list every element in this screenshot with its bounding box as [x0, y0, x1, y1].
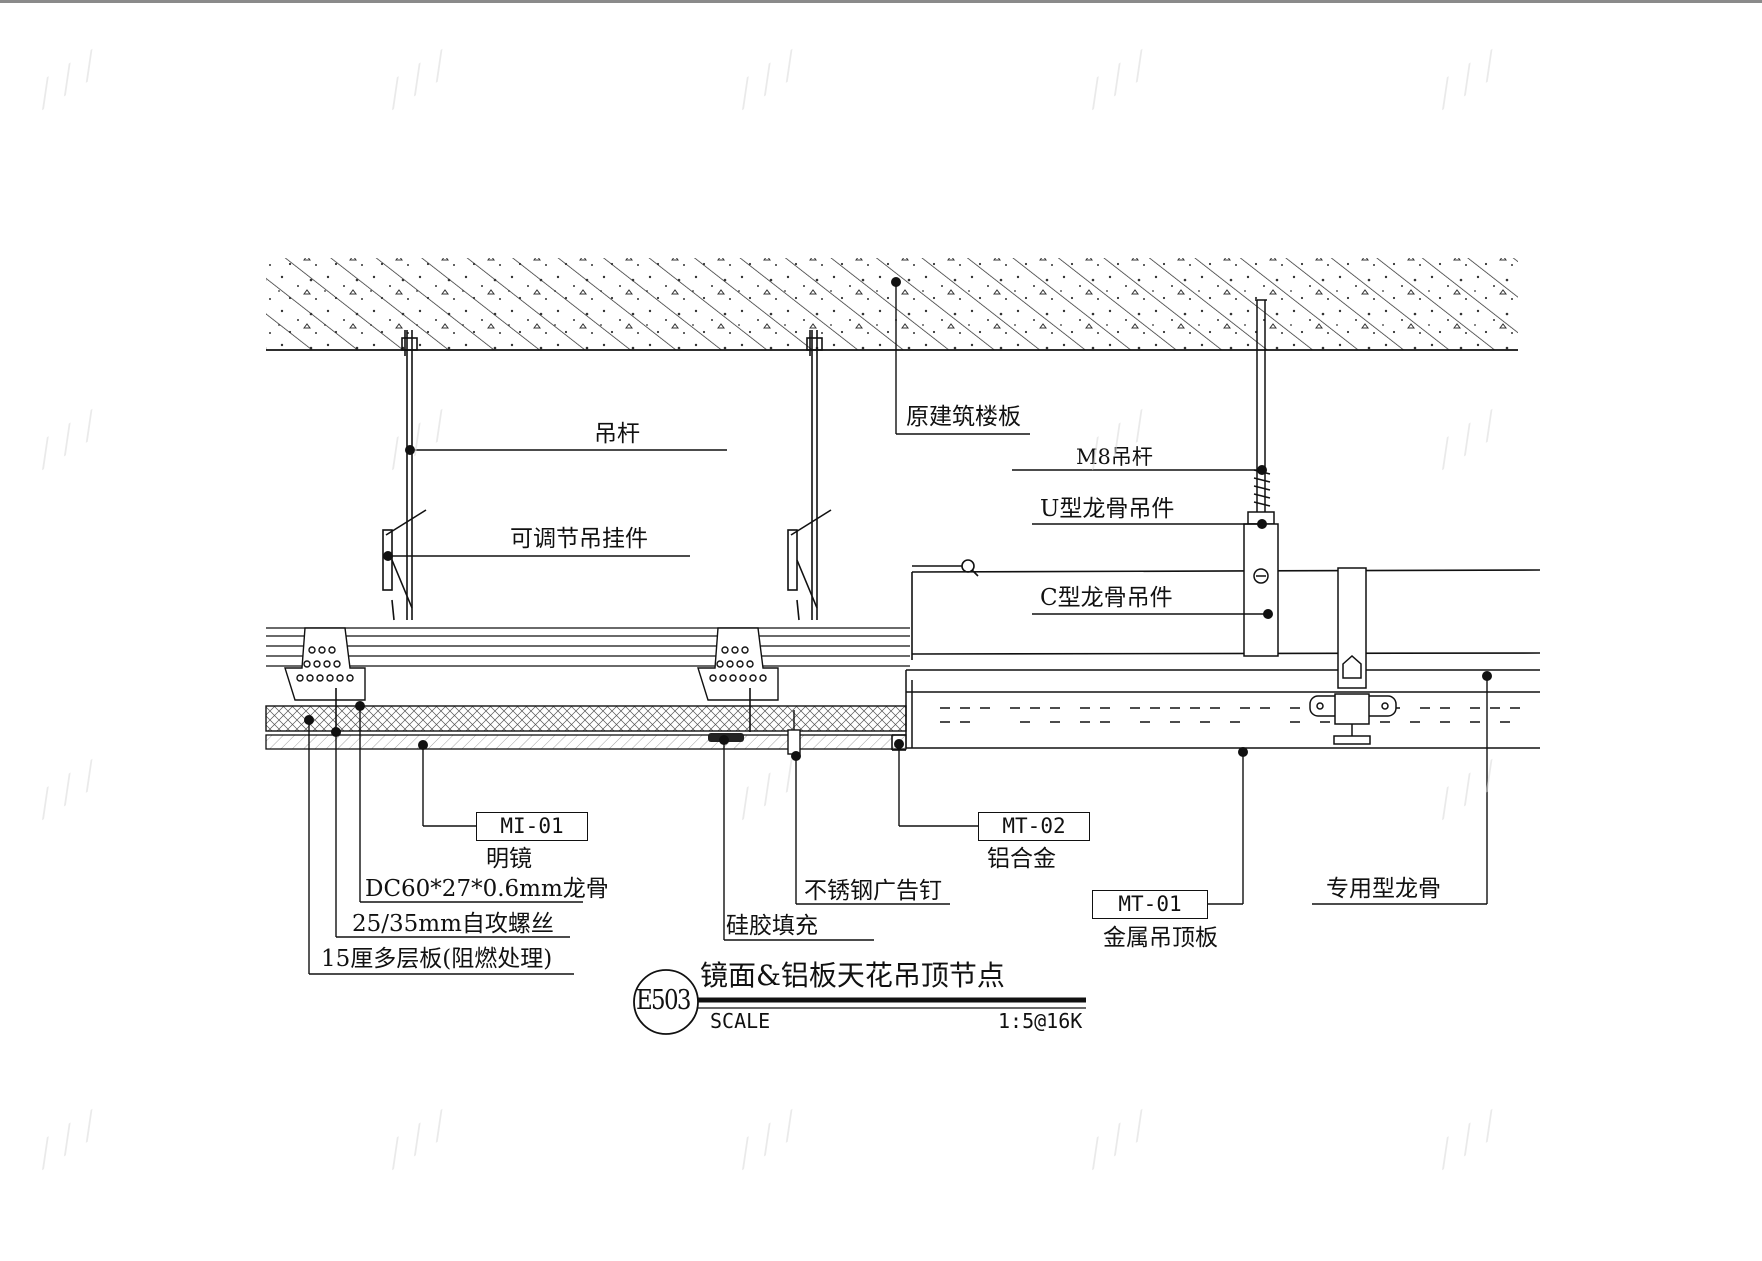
hanger-rod-middle: [787, 330, 832, 621]
concrete-slab: [266, 258, 1518, 351]
keel-rail: [266, 627, 910, 667]
leader-lines: [308, 282, 1488, 975]
drawing-code: E503: [636, 985, 691, 1016]
special-keel-clip: [1309, 567, 1397, 745]
label-mirror: 明镜: [486, 846, 532, 872]
label-keel: DC60*27*0.6mm龙骨: [365, 876, 609, 902]
aluminum-trim: [891, 559, 1541, 751]
label-special-keel: 专用型龙骨: [1326, 876, 1441, 902]
tag-metal-code: MT-01: [1092, 890, 1208, 919]
label-m8-rod: M8吊杆: [1076, 445, 1153, 469]
label-silicone: 硅胶填充: [726, 913, 818, 939]
dc-keel-clip-middle: [697, 627, 779, 701]
leader-dots: [304, 277, 1492, 761]
plywood-board: [265, 705, 907, 732]
mirror-panel: [265, 734, 907, 750]
metal-ceiling-panel: [905, 669, 1540, 749]
tag-mirror-code: MI-01: [476, 812, 588, 841]
label-metal-ceiling: 金属吊顶板: [1103, 925, 1218, 951]
label-u-hanger: U型龙骨吊件: [1040, 496, 1175, 522]
scale-value: 1:5@16K: [998, 1009, 1083, 1033]
dc-keel-clip-left: [284, 627, 366, 701]
hanger-rod-left: [382, 330, 427, 621]
label-adjustable-hanger: 可调节吊挂件: [510, 526, 648, 552]
label-rod: 吊杆: [594, 421, 640, 447]
scale-label: SCALE: [710, 1009, 771, 1033]
title-block-graphics: [633, 969, 1086, 1035]
drawing-title: 镜面&铝板天花吊顶节点: [700, 959, 1005, 992]
label-screw: 25/35mm自攻螺丝: [352, 911, 554, 937]
label-slab: 原建筑楼板: [906, 404, 1021, 430]
label-c-hanger: C型龙骨吊件: [1040, 585, 1173, 611]
m8-rod-assembly: [1243, 299, 1279, 657]
label-plywood: 15厘多层板(阻燃处理): [321, 946, 553, 972]
label-aluminum: 铝合金: [987, 846, 1056, 872]
label-nail: 不锈钢广告钉: [804, 878, 942, 904]
screws: [335, 688, 751, 732]
tag-aluminum-code: MT-02: [978, 812, 1090, 841]
page-top-border: [0, 0, 1762, 3]
